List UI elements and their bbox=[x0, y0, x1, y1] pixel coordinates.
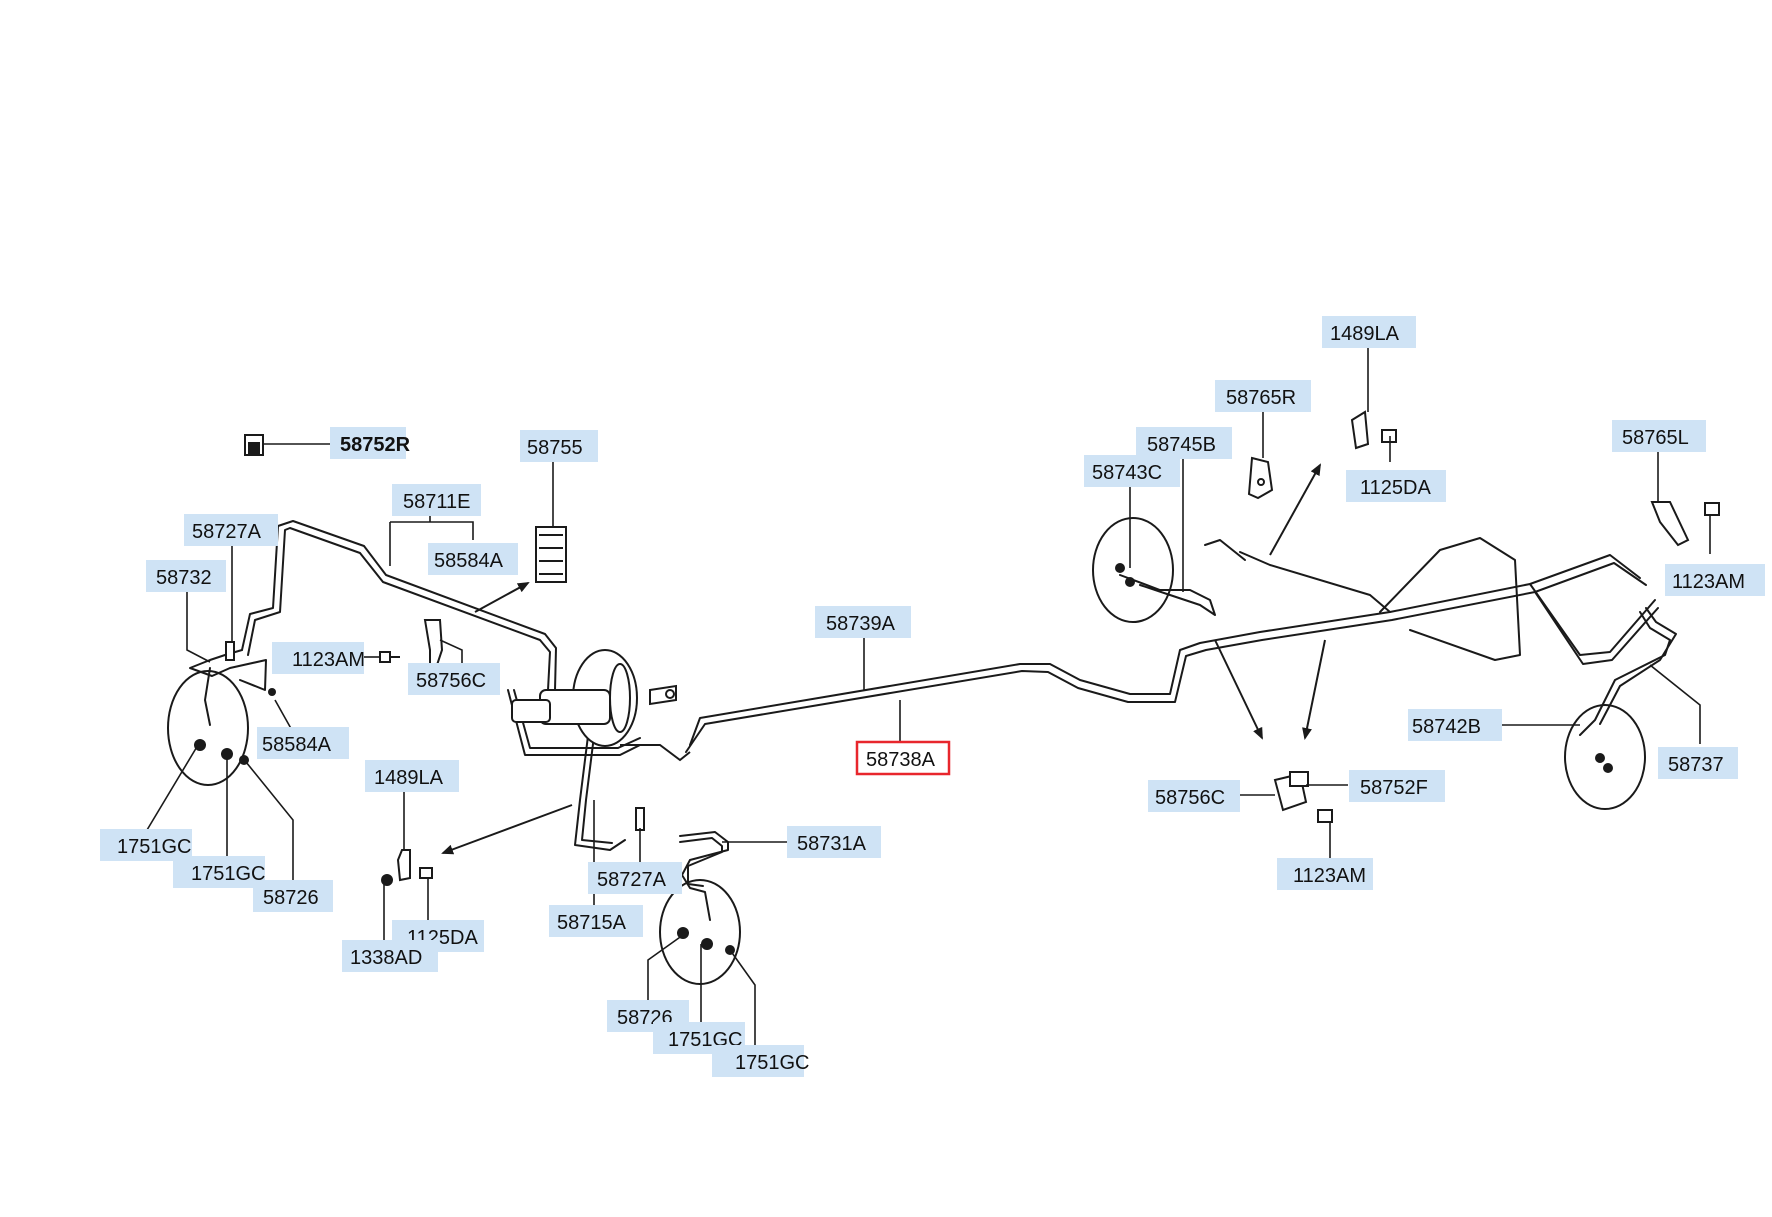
bracket-58765R[interactable] bbox=[1247, 456, 1274, 500]
svg-text:58731A: 58731A bbox=[797, 833, 867, 855]
label-58711E[interactable]: 58711E bbox=[392, 484, 481, 516]
svg-text:58726: 58726 bbox=[263, 887, 319, 909]
label-58752F[interactable]: 58752F bbox=[1349, 770, 1445, 802]
svg-text:58765R: 58765R bbox=[1226, 387, 1296, 409]
rotor-front-left[interactable] bbox=[167, 670, 249, 786]
svg-text:1489LA: 1489LA bbox=[374, 767, 444, 789]
svg-text:58756C: 58756C bbox=[416, 670, 486, 692]
label-58738A-selected[interactable]: 58738A bbox=[855, 740, 951, 776]
label-58731A[interactable]: 58731A bbox=[787, 826, 881, 858]
svg-text:58742B: 58742B bbox=[1412, 716, 1481, 738]
svg-text:58715A: 58715A bbox=[557, 912, 627, 934]
label-58715A[interactable]: 58715A bbox=[549, 905, 643, 937]
svg-text:58745B: 58745B bbox=[1147, 434, 1216, 456]
clip-58755[interactable] bbox=[535, 526, 567, 583]
svg-text:58752R: 58752R bbox=[340, 434, 411, 456]
label-58739A[interactable]: 58739A bbox=[815, 606, 911, 638]
label-1751GC-a[interactable]: 1751GC bbox=[100, 829, 192, 861]
label-1123AM-bottom[interactable]: 1123AM bbox=[1277, 858, 1373, 890]
front-brake-line-58711E[interactable] bbox=[247, 527, 551, 691]
svg-text:1125DA: 1125DA bbox=[1360, 477, 1431, 499]
master-cylinder[interactable] bbox=[511, 649, 691, 762]
label-58756C-left[interactable]: 58756C bbox=[408, 663, 500, 695]
bracket-58756C-left[interactable] bbox=[423, 619, 444, 666]
label-58745B[interactable]: 58745B bbox=[1136, 427, 1232, 459]
rotor-front-right[interactable] bbox=[659, 879, 741, 985]
bracket-1489LA-left[interactable] bbox=[381, 849, 433, 886]
hose-58731A[interactable] bbox=[679, 831, 729, 921]
label-58765R[interactable]: 58765R bbox=[1215, 380, 1311, 412]
label-58765L[interactable]: 58765L bbox=[1612, 420, 1706, 452]
bracket-58756C-right[interactable] bbox=[1273, 771, 1333, 823]
svg-text:58765L: 58765L bbox=[1622, 427, 1689, 449]
label-58727A-left[interactable]: 58727A bbox=[184, 514, 278, 546]
svg-text:1338AD: 1338AD bbox=[350, 947, 422, 969]
svg-text:58737: 58737 bbox=[1668, 754, 1724, 776]
svg-text:58743C: 58743C bbox=[1092, 462, 1162, 484]
label-1489LA-right[interactable]: 1489LA bbox=[1322, 316, 1416, 348]
label-58584A-top[interactable]: 58584A bbox=[428, 543, 518, 575]
bracket-58765L[interactable] bbox=[1650, 501, 1720, 547]
svg-text:58727A: 58727A bbox=[192, 521, 262, 543]
label-1123AM-right[interactable]: 1123AM bbox=[1665, 564, 1765, 596]
arrows bbox=[441, 463, 1326, 855]
label-58752R[interactable]: 58752R bbox=[330, 427, 411, 459]
svg-text:1751GC: 1751GC bbox=[117, 836, 192, 858]
svg-text:1751GC: 1751GC bbox=[191, 863, 266, 885]
components bbox=[167, 410, 1720, 985]
svg-text:58584A: 58584A bbox=[262, 734, 332, 756]
svg-text:58752F: 58752F bbox=[1360, 777, 1428, 799]
bolt-1123AM-left[interactable] bbox=[379, 651, 400, 663]
label-58727A-mid[interactable]: 58727A bbox=[588, 862, 682, 894]
main-brake-line-58738A[interactable] bbox=[685, 591, 1659, 753]
label-1751GC-d[interactable]: 1751GC bbox=[712, 1045, 810, 1077]
svg-text:58732: 58732 bbox=[156, 567, 212, 589]
bracket-1489LA-right[interactable] bbox=[1350, 410, 1397, 450]
svg-text:58727A: 58727A bbox=[597, 869, 667, 891]
label-58584A-mid[interactable]: 58584A bbox=[257, 727, 349, 759]
svg-text:58738A: 58738A bbox=[866, 749, 936, 771]
svg-text:58711E: 58711E bbox=[403, 491, 470, 513]
clip-58727A-left[interactable] bbox=[225, 641, 235, 661]
label-58726-left[interactable]: 58726 bbox=[253, 880, 333, 912]
svg-text:1751GC: 1751GC bbox=[735, 1052, 810, 1074]
label-58743C[interactable]: 58743C bbox=[1084, 455, 1180, 487]
clip-58752R[interactable] bbox=[244, 434, 264, 456]
clip-58727A-mid[interactable] bbox=[635, 807, 645, 831]
label-58756C-right[interactable]: 58756C bbox=[1148, 780, 1240, 812]
leader-lines bbox=[146, 343, 1711, 1045]
svg-text:58584A: 58584A bbox=[434, 550, 504, 572]
svg-text:1123AM: 1123AM bbox=[1293, 865, 1366, 887]
label-1751GC-b[interactable]: 1751GC bbox=[173, 856, 266, 888]
label-1125DA-right[interactable]: 1125DA bbox=[1346, 470, 1446, 502]
label-58742B[interactable]: 58742B bbox=[1408, 709, 1502, 741]
svg-text:58755: 58755 bbox=[527, 437, 583, 459]
label-1489LA-left[interactable]: 1489LA bbox=[365, 760, 459, 792]
label-58755[interactable]: 58755 bbox=[520, 430, 598, 462]
svg-text:1123AM: 1123AM bbox=[292, 649, 365, 671]
main-brake-line-58739A[interactable] bbox=[689, 583, 1656, 746]
rotor-rear-left[interactable] bbox=[1092, 517, 1174, 623]
rotor-rear-right[interactable] bbox=[1564, 704, 1646, 810]
svg-text:1123AM: 1123AM bbox=[1672, 571, 1745, 593]
label-1123AM-left[interactable]: 1123AM bbox=[272, 642, 365, 674]
label-58737[interactable]: 58737 bbox=[1658, 747, 1738, 779]
part-labels: 58752R 58755 58711E 58584A 58727A 58732 … bbox=[100, 316, 1765, 1077]
svg-text:1489LA: 1489LA bbox=[1330, 323, 1400, 345]
label-1338AD[interactable]: 1338AD bbox=[342, 940, 438, 972]
svg-text:58756C: 58756C bbox=[1155, 787, 1225, 809]
svg-text:58739A: 58739A bbox=[826, 613, 896, 635]
label-58732[interactable]: 58732 bbox=[146, 560, 226, 592]
